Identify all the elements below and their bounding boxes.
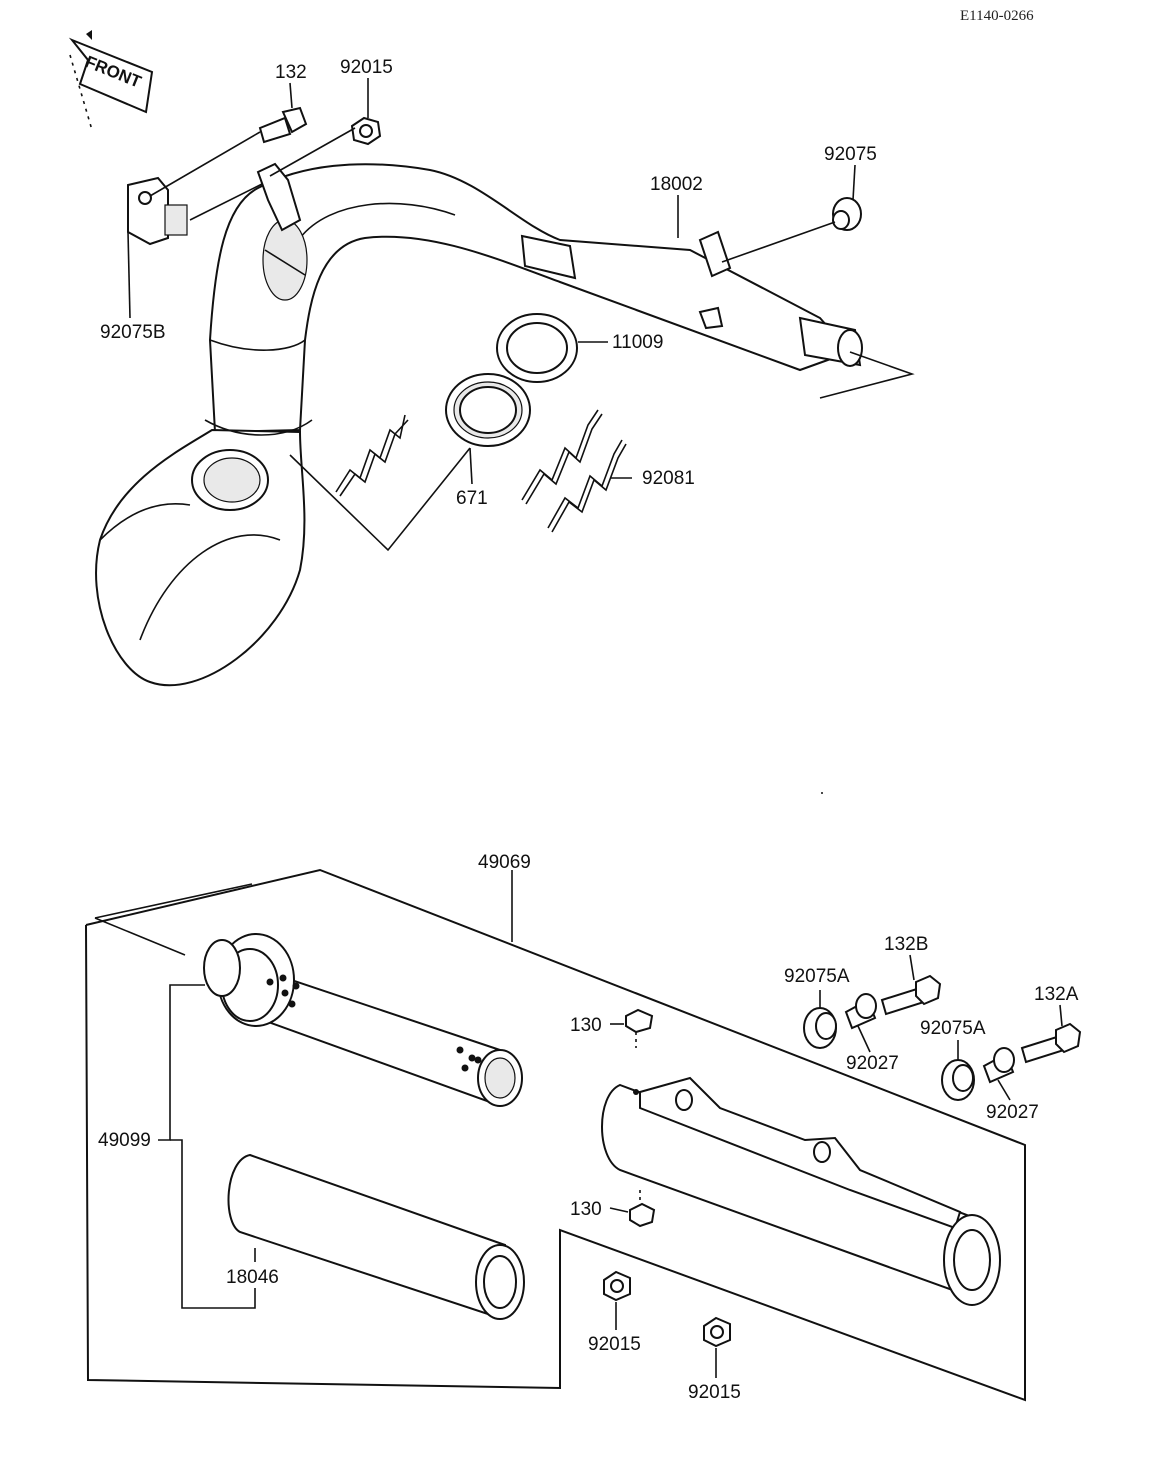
- label-132a: 132A: [1034, 984, 1079, 1005]
- collar-92027-upper-icon: [844, 993, 877, 1030]
- label-671: 671: [456, 488, 488, 509]
- silencer-mount-tab: [698, 230, 732, 278]
- bolt-130-top-icon: [625, 1008, 654, 1048]
- bolt-132a-icon: [1020, 1022, 1082, 1064]
- label-92015-bottom-left: 92015: [588, 1334, 641, 1355]
- label-18046: 18046: [226, 1267, 279, 1288]
- lower-mount-tab: [698, 306, 724, 330]
- silencer-body-49069: [601, 1076, 1001, 1306]
- spring-92081-mid-icon: [521, 409, 603, 505]
- label-130-top: 130: [570, 1015, 602, 1036]
- collar-92027-lower-icon: [982, 1047, 1015, 1084]
- reference-code: E1140-0266: [960, 8, 1034, 24]
- bolt-132-icon: [258, 106, 308, 144]
- expansion-chamber: [95, 163, 863, 687]
- bolt-130-bottom-icon: [629, 1190, 656, 1228]
- nut-92015-bottom-left-icon: [603, 1270, 631, 1302]
- spring-92081-left-icon: [335, 414, 409, 497]
- label-92075a-upper: 92075A: [784, 966, 850, 987]
- assembly-outline-49069: [85, 868, 1026, 1402]
- front-arrow-icon: FRONT: [68, 30, 154, 131]
- leader-lines-top: [127, 78, 915, 552]
- label-49099: 49099: [98, 1130, 151, 1151]
- label-130-bottom: 130: [570, 1199, 602, 1220]
- nut-92015-top-icon: [350, 116, 382, 146]
- label-18002: 18002: [650, 174, 703, 195]
- chamber-tab: [256, 162, 302, 232]
- bracket-92075b: [127, 176, 188, 246]
- label-92015-top: 92015: [340, 57, 393, 78]
- label-92075a-lower: 92075A: [920, 1018, 986, 1039]
- inner-pipe-49099: [203, 933, 523, 1107]
- label-49069: 49069: [478, 852, 531, 873]
- grommet-92075a-upper-icon: [803, 1007, 837, 1049]
- grommet-92075-icon: [832, 197, 862, 231]
- label-132b: 132B: [884, 934, 928, 955]
- label-92015-bottom-right: 92015: [688, 1382, 741, 1403]
- label-92075b: 92075B: [100, 322, 166, 343]
- leader-lines-bottom: [158, 870, 1063, 1378]
- label-92075: 92075: [824, 144, 877, 165]
- label-92081: 92081: [642, 468, 695, 489]
- label-11009: 11009: [612, 332, 663, 353]
- oring-671-icon: [445, 373, 531, 447]
- grommet-92075a-lower-icon: [941, 1059, 975, 1101]
- spring-92081-right-icon: [547, 439, 627, 533]
- gasket-11009-icon: [496, 313, 578, 383]
- label-132: 132: [275, 62, 307, 83]
- packing-18046: [227, 1153, 525, 1320]
- label-92027-lower: 92027: [986, 1102, 1039, 1123]
- nut-92015-bottom-right-icon: [703, 1316, 731, 1348]
- label-92027-upper: 92027: [846, 1053, 899, 1074]
- bolt-132b-icon: [880, 974, 942, 1016]
